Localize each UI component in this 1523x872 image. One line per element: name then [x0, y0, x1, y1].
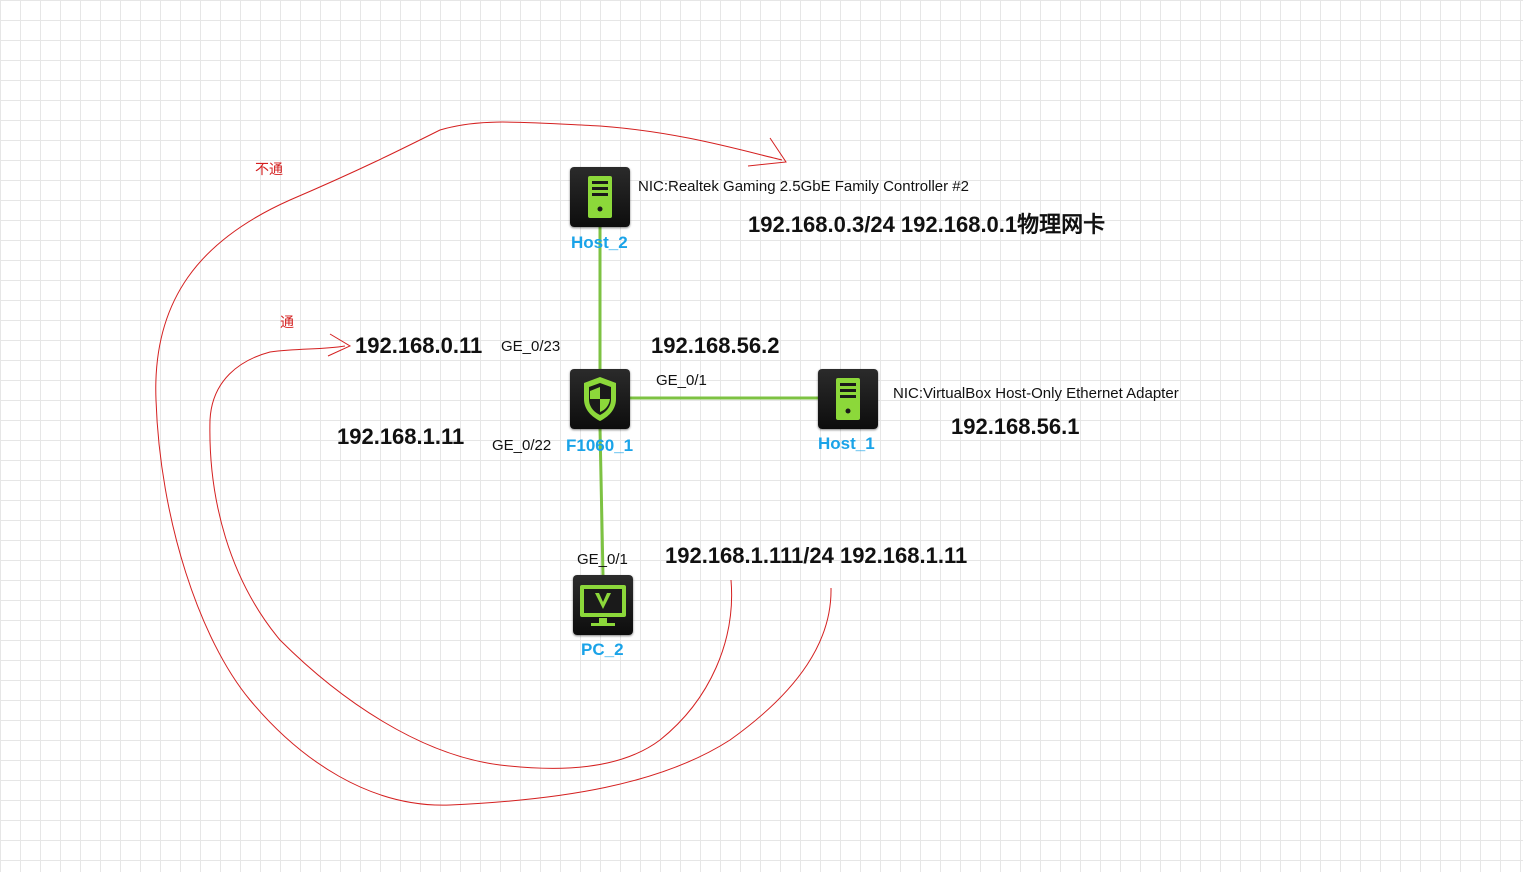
- host1-device[interactable]: [818, 369, 878, 429]
- fail-path-arrow: [155, 121, 832, 806]
- link-firewall-pc2[interactable]: [598, 427, 605, 577]
- firewall-label: F1060_1: [566, 436, 634, 455]
- host1-label: Host_1: [818, 434, 875, 453]
- host1-nic-label: NIC:VirtualBox Host-Only Ethernet Adapte…: [893, 385, 1179, 402]
- fw-ge023-ip-label: 192.168.0.11: [355, 333, 483, 358]
- monitor-icon: [580, 585, 626, 626]
- pc2-label: PC_2: [581, 640, 624, 659]
- host1-ip-label: 192.168.56.1: [951, 414, 1080, 439]
- host2-label: Host_2: [571, 233, 628, 252]
- ok-path-arrow: [209, 345, 733, 769]
- host2-ip-label: 192.168.0.3/24 192.168.0.1物理网卡: [748, 212, 1106, 237]
- host2-nic-label: NIC:Realtek Gaming 2.5GbE Family Control…: [638, 178, 969, 195]
- fail-annotation: 不通: [255, 162, 283, 178]
- host2-device[interactable]: [570, 167, 630, 227]
- server-icon: [588, 176, 612, 218]
- fw-ge022-port-label: GE_0/22: [492, 437, 552, 454]
- fw-ge01-port-label: GE_0/1: [656, 372, 707, 389]
- shield-icon: [584, 377, 616, 421]
- pc2-ge01-port-label: GE_0/1: [577, 551, 628, 568]
- pc2-ip-label: 192.168.1.111/24 192.168.1.11: [665, 543, 968, 568]
- ok-arrowhead-icon: [327, 333, 352, 357]
- ok-annotation: 通: [280, 315, 294, 331]
- fw-ge01-ip-label: 192.168.56.2: [651, 333, 780, 358]
- fail-arrowhead-icon: [747, 137, 787, 167]
- server-icon: [836, 378, 860, 420]
- fw-ge022-ip-label: 192.168.1.11: [337, 424, 465, 449]
- firewall-device[interactable]: [570, 369, 630, 429]
- fw-ge023-port-label: GE_0/23: [501, 338, 561, 355]
- pc2-device[interactable]: [573, 575, 633, 635]
